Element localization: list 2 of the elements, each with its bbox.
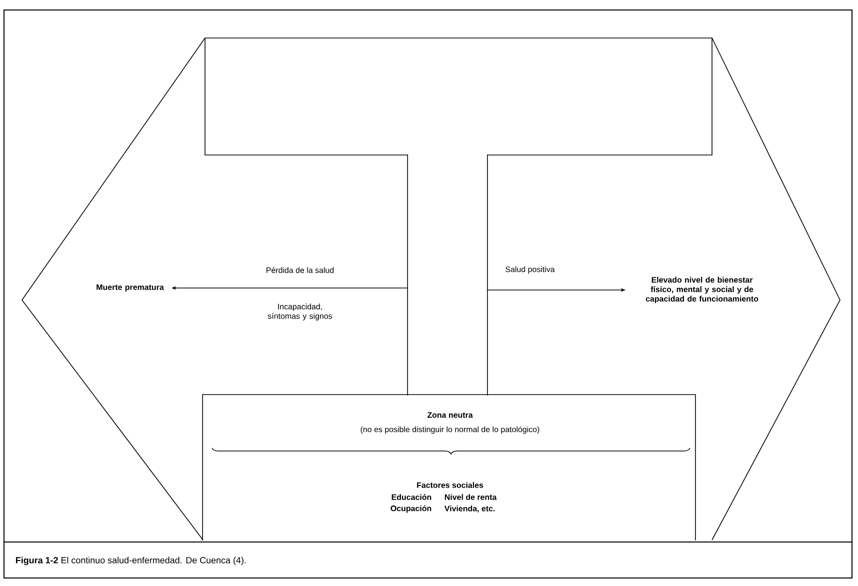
- stem-box: [407, 154, 488, 396]
- figure-caption: Figura 1-2 El continuo salud-enfermedad. De Cuenca (4).: [16, 556, 246, 566]
